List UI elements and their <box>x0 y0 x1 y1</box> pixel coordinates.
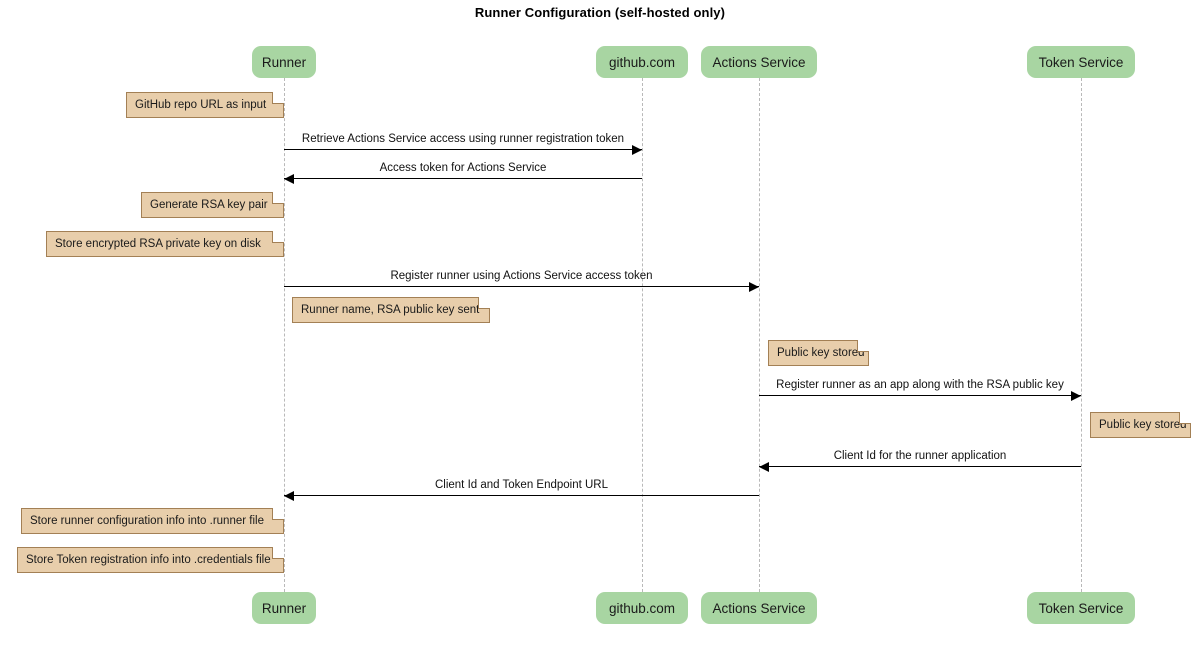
participant-github-top[interactable]: github.com <box>596 46 688 78</box>
msg-retrieve-actions-access-line <box>284 149 642 150</box>
note-text: Store Token registration info into .cred… <box>26 554 271 566</box>
msg-access-token-label: Access token for Actions Service <box>379 162 547 174</box>
participant-label: github.com <box>608 600 676 616</box>
note-store-runner-file: Store runner configuration info into .ru… <box>21 508 284 534</box>
note-text: Store encrypted RSA private key on disk <box>55 238 261 250</box>
participant-label: Actions Service <box>712 54 806 70</box>
note-github-repo-url: GitHub repo URL as input <box>126 92 284 118</box>
lifeline-token <box>1081 78 1082 592</box>
participant-runner-bottom[interactable]: Runner <box>252 592 316 624</box>
msg-register-app-label: Register runner as an app along with the… <box>776 379 1064 391</box>
msg-client-id-label: Client Id for the runner application <box>833 450 1007 462</box>
note-runner-name-key: Runner name, RSA public key sent <box>292 297 490 323</box>
note-public-key-actions: Public key stored <box>768 340 869 366</box>
lifeline-runner <box>284 78 285 592</box>
msg-retrieve-actions-access-label: Retrieve Actions Service access using ru… <box>301 133 625 145</box>
note-fold-corner-icon <box>478 297 490 309</box>
msg-access-token-arrowhead <box>284 174 294 184</box>
note-store-private-key: Store encrypted RSA private key on disk <box>46 231 284 257</box>
participant-actions-bottom[interactable]: Actions Service <box>701 592 817 624</box>
note-text: Runner name, RSA public key sent <box>301 304 480 316</box>
lifeline-actions <box>759 78 760 592</box>
msg-register-runner-label: Register runner using Actions Service ac… <box>390 270 653 282</box>
note-generate-rsa: Generate RSA key pair <box>141 192 284 218</box>
note-text: Generate RSA key pair <box>150 199 268 211</box>
note-text: GitHub repo URL as input <box>135 99 267 111</box>
note-text: Public key stored <box>777 347 865 359</box>
note-text: Store runner configuration info into .ru… <box>30 515 264 527</box>
note-fold-corner-icon <box>1179 412 1191 424</box>
participant-label: Actions Service <box>712 600 806 616</box>
note-fold-corner-icon <box>857 340 869 352</box>
participant-github-bottom[interactable]: github.com <box>596 592 688 624</box>
participant-token-top[interactable]: Token Service <box>1027 46 1135 78</box>
note-fold-corner-icon <box>272 192 284 204</box>
msg-client-id-endpoint-line <box>284 495 759 496</box>
msg-client-id-endpoint-label: Client Id and Token Endpoint URL <box>434 479 609 491</box>
msg-client-id-line <box>759 466 1081 467</box>
note-store-credentials: Store Token registration info into .cred… <box>17 547 284 573</box>
participant-label: Token Service <box>1038 600 1124 616</box>
msg-client-id-arrowhead <box>759 462 769 472</box>
msg-access-token-line <box>284 178 642 179</box>
msg-register-runner-line <box>284 286 759 287</box>
msg-register-app-arrowhead <box>1071 391 1081 401</box>
participant-label: Token Service <box>1038 54 1124 70</box>
msg-register-app-line <box>759 395 1081 396</box>
note-fold-corner-icon <box>272 231 284 243</box>
note-fold-corner-icon <box>272 547 284 559</box>
participant-runner-top[interactable]: Runner <box>252 46 316 78</box>
msg-register-runner-arrowhead <box>749 282 759 292</box>
msg-retrieve-actions-access-arrowhead <box>632 145 642 155</box>
participant-label: github.com <box>608 54 676 70</box>
note-fold-corner-icon <box>272 92 284 104</box>
msg-client-id-endpoint-arrowhead <box>284 491 294 501</box>
participant-token-bottom[interactable]: Token Service <box>1027 592 1135 624</box>
participant-label: Runner <box>261 600 307 616</box>
lifeline-github <box>642 78 643 592</box>
note-text: Public key stored <box>1099 419 1187 431</box>
note-public-key-token: Public key stored <box>1090 412 1191 438</box>
participant-label: Runner <box>261 54 307 70</box>
diagram-title: Runner Configuration (self-hosted only) <box>474 5 726 20</box>
participant-actions-top[interactable]: Actions Service <box>701 46 817 78</box>
note-fold-corner-icon <box>272 508 284 520</box>
